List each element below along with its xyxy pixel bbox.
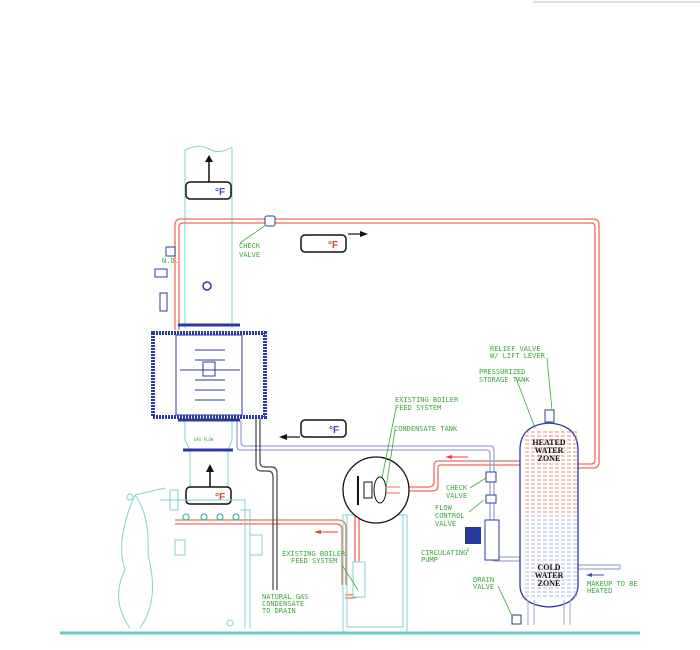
no-label: N.O. — [162, 257, 179, 265]
drain-valve-icon — [511, 614, 522, 625]
check-valve-right-icon — [485, 471, 497, 483]
leader-lines — [239, 224, 553, 619]
no-valve-icon — [154, 246, 176, 278]
flow-arrows — [314, 455, 604, 577]
relief-valve-icon — [544, 409, 555, 423]
flow-control-valve-icon — [485, 494, 497, 504]
svg-text:°F: °F — [215, 187, 225, 198]
circulating-pump-icon — [465, 471, 522, 625]
svg-text:°F: °F — [215, 492, 225, 503]
temp-stack-inlet: °F — [185, 464, 232, 505]
heat-exchanger — [151, 281, 267, 452]
condensate-tank-label: CONDENSATE TANK — [394, 425, 458, 433]
temp-cold-return: °F — [279, 419, 347, 440]
temp-hot-supply: °F — [300, 231, 368, 253]
exhaust-stack — [184, 145, 233, 500]
boiler — [118, 487, 263, 629]
gas-flow-label: GAS FLOW — [194, 437, 214, 442]
svg-text:°F: °F — [329, 425, 339, 436]
condensate-tank — [342, 456, 410, 633]
check-valve-top-icon — [264, 215, 276, 227]
condensate-drain-pipe — [255, 418, 278, 590]
svg-text:°F: °F — [328, 240, 338, 251]
pressurized-storage-tank — [519, 409, 579, 625]
temp-stack-exhaust: °F — [185, 155, 232, 200]
